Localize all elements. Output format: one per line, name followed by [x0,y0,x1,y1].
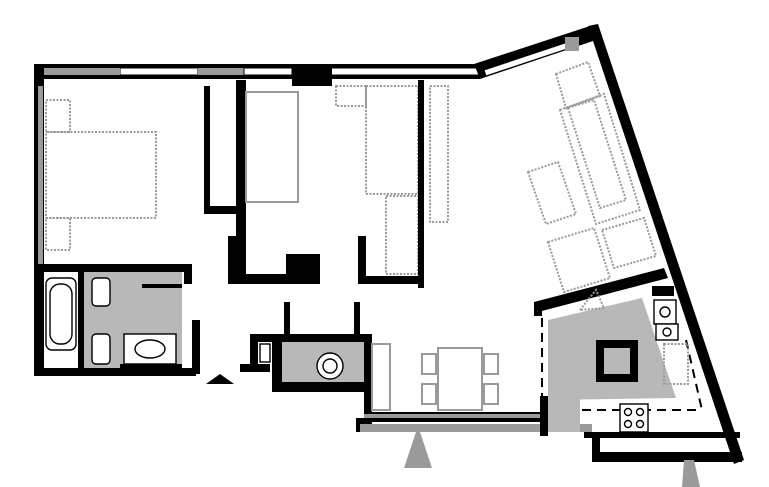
kitchen-bottom-wall [584,432,740,438]
window-top-living [329,67,481,76]
double-bed [45,131,157,219]
right-wall [588,24,744,464]
chair-right-1 [483,353,499,375]
entrance-arrow-main [404,426,432,468]
kitchen-left-wall [540,396,548,436]
nightstand-bottom [45,217,71,251]
bedroom-partition-foot [204,206,240,214]
utility-top-wall [250,334,370,342]
sideboard [371,343,391,411]
closet-left-jamb [358,236,366,284]
living-kitchen-partition [534,268,668,312]
bathtub-inner [49,283,73,345]
sink-drain [659,306,671,318]
utility-left-wall [250,334,258,368]
wardrobe-bottom-wall [236,274,320,284]
bottom-wall-step [592,438,600,460]
chair-left-1 [421,353,437,375]
toilet-bottom [91,333,111,365]
wardrobe-door-jamb [228,236,238,284]
window-top-bedroom [119,67,199,76]
partition-end [534,302,542,316]
bathtub-wall [78,272,84,368]
nightstand-top [45,99,71,133]
bathroom-top-wall [40,264,190,272]
living-left-wall [364,334,372,424]
meter-box [259,343,271,363]
side-table [600,216,658,270]
utility-step [240,364,270,372]
wardrobe-bed [245,91,299,203]
window-top-wardrobe [243,67,293,76]
pillar-top-right [565,37,579,51]
bathroom-right-wall [192,320,200,374]
hall-post-left [284,302,290,338]
burner-1 [623,407,633,417]
bedroom-partition [204,86,210,212]
burner-4 [635,419,645,429]
closet-column [358,80,449,288]
kitchen-wall-stub [652,286,674,296]
sofa [558,92,642,226]
left-wall-gray [38,86,43,264]
fridge [663,343,689,385]
chair-right-2 [483,383,499,405]
hob-center [604,348,630,374]
utility-inner-wall [272,342,282,392]
sink-base [120,364,182,368]
outer-walls [34,24,744,464]
cabinet-tall [429,85,449,223]
bathroom [40,264,234,384]
living-bottom-gray [364,414,544,418]
kitchen [540,286,703,487]
burner-3 [623,419,633,429]
hall-post-right [354,302,360,338]
wardrobe-left-wall [236,80,246,284]
utility-closet [240,302,372,424]
closet-bottom-wall [358,276,420,284]
tap [662,327,672,337]
bedroom [45,86,240,251]
wall-gray-top-left [44,68,120,75]
oven [619,403,649,433]
shelf-small [335,85,367,107]
bottom-wall-right [592,452,742,462]
water-heater-inner [322,358,338,374]
wardrobe-block [286,254,320,278]
bottom-wall-left [34,368,196,376]
wardrobe-room [228,64,367,284]
burner-2 [635,407,645,417]
living-room [526,60,668,316]
towel-rail [142,284,182,288]
sink-basin [134,339,166,359]
coffee-table [526,160,578,226]
kitchen-dash-right [685,339,703,411]
wall-gray-top-mid [198,68,244,75]
toilet-top [91,277,111,307]
dining-table [437,347,483,411]
chair-left-2 [421,383,437,405]
column-top [292,64,332,86]
closet-unit [365,85,419,195]
floor-edge-gray [360,424,592,432]
entrance-arrow-bedroom [206,374,234,384]
closet-right-wall [418,80,424,288]
dining-area [356,343,592,468]
bathroom-top-jamb [184,264,192,284]
utility-bottom-wall [272,382,368,392]
armchair-bottom [546,226,612,294]
kitchen-corner-unit [548,398,580,432]
entrance-arrow-kitchen [682,460,700,487]
cabinet-triangle [577,288,606,312]
sofa-seat [566,98,628,210]
closet-unit-lower [385,195,419,275]
